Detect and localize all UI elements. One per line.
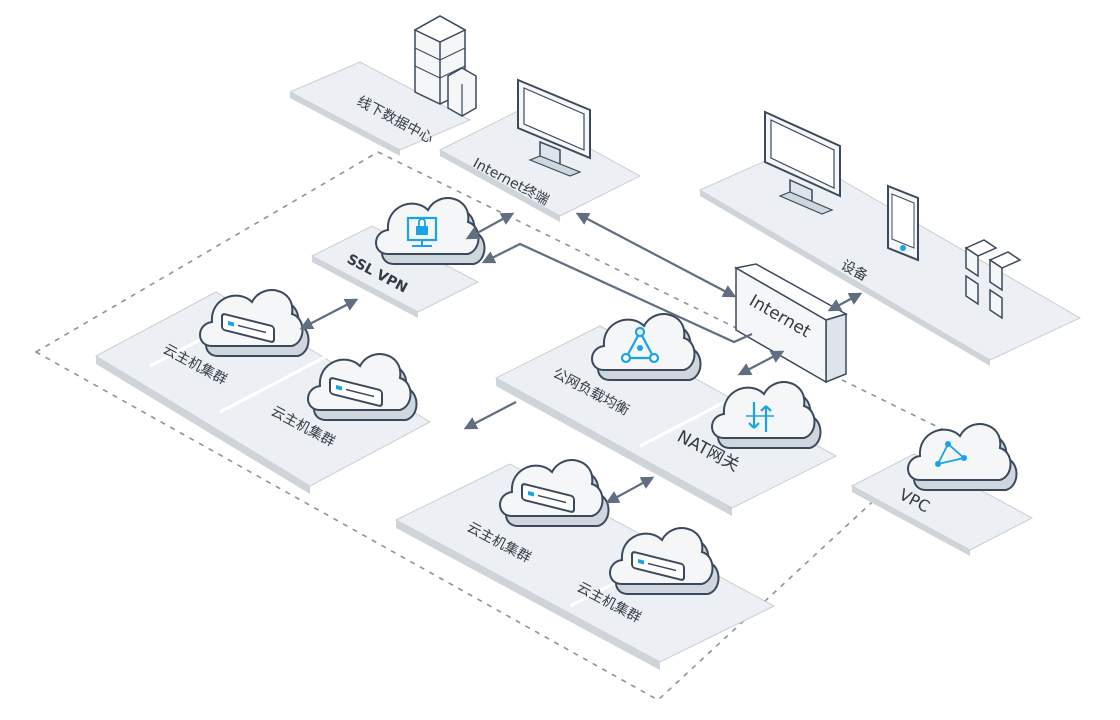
internet-nat-connector [737, 350, 785, 376]
monitor-lock-icon [406, 216, 438, 247]
tablet-grid-icon [964, 239, 1022, 320]
vpn-terminal-connector [465, 212, 515, 240]
vpc-boundary [34, 151, 950, 701]
bottom-cluster-connector [605, 476, 655, 504]
left-cluster-platform [94, 291, 432, 494]
internet-node [733, 263, 848, 384]
triangle-network-icon [935, 441, 967, 467]
ssl-vpn-cloud [375, 197, 486, 265]
terminal-internet-connector [575, 212, 737, 298]
datacenter-platform [288, 61, 472, 156]
nat-gateway-cloud [711, 381, 822, 449]
building-icon [413, 15, 477, 117]
phone-icon [887, 184, 919, 262]
lb-cluster-connector [463, 401, 517, 430]
load-balancer-cloud [591, 313, 702, 381]
vpc-platform [850, 453, 1034, 556]
vpc-cloud [907, 423, 1018, 491]
vpn-cluster-connector [299, 298, 359, 330]
connectors [299, 212, 863, 504]
internet-devices-connector [827, 292, 863, 312]
swap-arrows-icon [746, 402, 774, 432]
lb-nat-platform [494, 325, 838, 516]
desktop-monitor-icon [517, 78, 591, 177]
desktop-monitor-icon [764, 110, 841, 215]
ssl-vpn-platform [310, 225, 480, 318]
triangle-network-icon [620, 326, 660, 364]
